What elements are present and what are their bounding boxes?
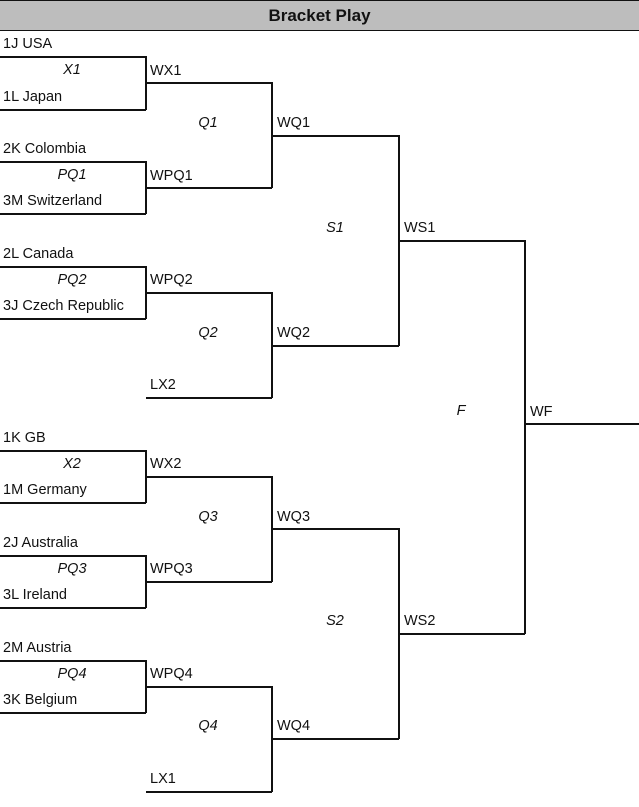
team-label: 1M Germany bbox=[3, 482, 87, 498]
bracket-line bbox=[0, 502, 146, 504]
bracket-line bbox=[525, 423, 639, 425]
match-label: PQ3 bbox=[57, 561, 87, 577]
match-label: X2 bbox=[63, 456, 81, 472]
match-label: Q1 bbox=[198, 115, 218, 131]
winner-label: WQ1 bbox=[277, 115, 311, 131]
match-label: Q2 bbox=[198, 325, 218, 341]
bracket-line bbox=[271, 476, 273, 582]
bracket-line bbox=[0, 450, 146, 452]
match-label: S1 bbox=[326, 220, 344, 236]
bracket-line bbox=[0, 109, 146, 111]
team-label: 1J USA bbox=[3, 36, 53, 52]
winner-label: WPQ4 bbox=[150, 666, 193, 682]
team-label: 1L Japan bbox=[3, 89, 63, 105]
bracket-line bbox=[272, 738, 399, 740]
match-label: Q3 bbox=[198, 509, 218, 525]
winner-label: WQ3 bbox=[277, 509, 311, 525]
bracket-line bbox=[146, 476, 272, 478]
bracket-line bbox=[146, 397, 272, 399]
team-label: 3J Czech Republic bbox=[3, 298, 124, 314]
match-label: S2 bbox=[326, 613, 344, 629]
bracket-line bbox=[146, 686, 272, 688]
bracket-line bbox=[398, 528, 400, 739]
team-label: 3M Switzerland bbox=[3, 193, 103, 209]
team-label: 2L Canada bbox=[3, 246, 74, 262]
bracket-line bbox=[0, 161, 146, 163]
bracket-line bbox=[145, 266, 147, 319]
winner-label: WPQ3 bbox=[150, 561, 193, 577]
winner-label: WF bbox=[530, 404, 553, 420]
winner-label: WS2 bbox=[404, 613, 436, 629]
bracket-line bbox=[146, 82, 272, 84]
bracket-line bbox=[146, 581, 272, 583]
bracket-line bbox=[0, 607, 146, 609]
bracket-line bbox=[145, 555, 147, 608]
bracket-line bbox=[271, 82, 273, 188]
match-label: F bbox=[456, 403, 466, 419]
bracket-line bbox=[524, 240, 526, 634]
bracket-line bbox=[146, 292, 272, 294]
bracket-line bbox=[0, 712, 146, 714]
match-label: PQ1 bbox=[57, 167, 87, 183]
bracket-line bbox=[272, 345, 399, 347]
winner-label: LX2 bbox=[150, 377, 176, 393]
match-label: Q4 bbox=[198, 718, 218, 734]
winner-label: WX2 bbox=[150, 456, 182, 472]
winner-label: WPQ2 bbox=[150, 272, 193, 288]
bracket-line bbox=[146, 791, 272, 793]
match-label: PQ4 bbox=[57, 666, 87, 682]
winner-label: WS1 bbox=[404, 220, 436, 236]
winner-label: WX1 bbox=[150, 63, 182, 79]
team-label: 3L Ireland bbox=[3, 587, 67, 603]
match-label: PQ2 bbox=[57, 272, 87, 288]
team-label: 3K Belgium bbox=[3, 692, 78, 708]
bracket-line bbox=[398, 135, 400, 346]
bracket-line bbox=[145, 660, 147, 713]
bracket-line bbox=[0, 318, 146, 320]
winner-label: LX1 bbox=[150, 771, 176, 787]
bracket-line bbox=[271, 292, 273, 398]
bracket-line bbox=[272, 135, 399, 137]
team-label: 2M Austria bbox=[3, 640, 72, 656]
team-label: 2K Colombia bbox=[3, 141, 87, 157]
bracket-line bbox=[146, 187, 272, 189]
bracket-line bbox=[145, 56, 147, 110]
bracket-line bbox=[0, 555, 146, 557]
winner-label: WPQ1 bbox=[150, 168, 193, 184]
bracket-line bbox=[145, 450, 147, 503]
bracket-line bbox=[145, 161, 147, 214]
bracket-line bbox=[0, 660, 146, 662]
bracket-line bbox=[0, 266, 146, 268]
winner-label: WQ4 bbox=[277, 718, 311, 734]
team-label: 2J Australia bbox=[3, 535, 78, 551]
winner-label: WQ2 bbox=[277, 325, 311, 341]
bracket-line bbox=[0, 213, 146, 215]
match-label: X1 bbox=[63, 62, 81, 78]
bracket-line bbox=[272, 528, 399, 530]
bracket-line bbox=[399, 633, 525, 635]
bracket-line bbox=[399, 240, 525, 242]
bracket-line bbox=[0, 56, 146, 58]
bracket-title: Bracket Play bbox=[0, 0, 639, 31]
team-label: 1K GB bbox=[3, 430, 46, 446]
bracket-line bbox=[271, 686, 273, 792]
